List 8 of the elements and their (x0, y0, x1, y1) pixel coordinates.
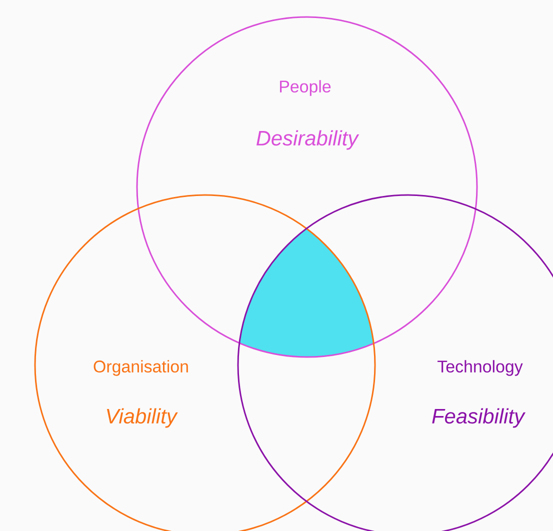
intersection-region (239, 228, 374, 357)
venn-circle (136, 16, 478, 358)
heading: Desirability (256, 130, 360, 150)
category-label: Technology (438, 360, 523, 376)
heading: Feasibility (432, 408, 526, 428)
heading: Viability (106, 408, 178, 428)
category-label: People (280, 80, 331, 96)
category-label: Organisation (94, 360, 188, 376)
